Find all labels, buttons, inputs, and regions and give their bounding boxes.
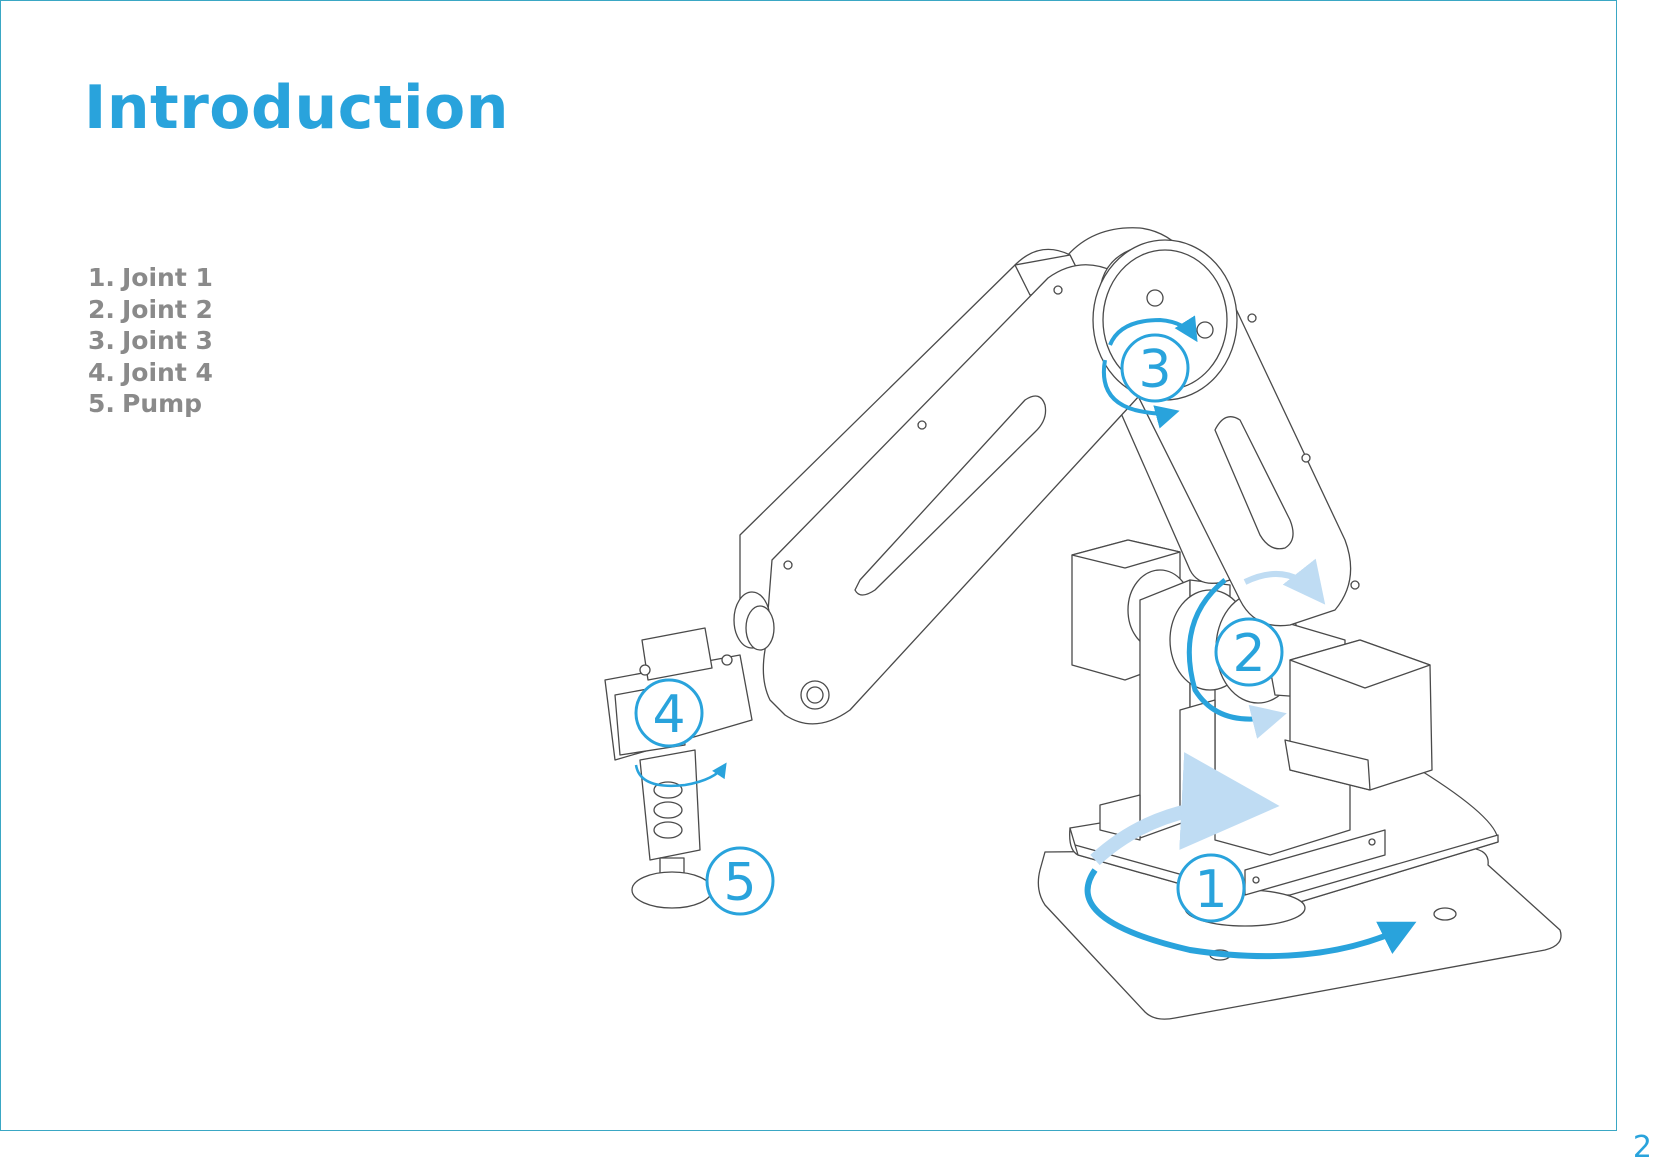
base-plate bbox=[1037, 847, 1562, 1020]
list-item: 2.Joint 2 bbox=[88, 294, 213, 326]
callout-label: 3 bbox=[1138, 340, 1171, 400]
rotation-arrows bbox=[634, 315, 1417, 960]
list-item-label: Pump bbox=[122, 389, 203, 418]
list-item: 5.Pump bbox=[88, 388, 213, 420]
list-item-label: Joint 1 bbox=[122, 263, 213, 292]
list-item-number: 5. bbox=[88, 389, 115, 418]
joint-3-arrow-lower bbox=[1101, 359, 1180, 429]
suction-cup bbox=[631, 857, 713, 909]
list-item: 3.Joint 3 bbox=[88, 325, 213, 357]
list-item: 1.Joint 1 bbox=[88, 262, 213, 294]
joint-4-servo bbox=[639, 749, 701, 861]
list-item: 4.Joint 4 bbox=[88, 357, 213, 389]
callout-label: 4 bbox=[652, 685, 685, 745]
page-title: Introduction bbox=[84, 73, 509, 143]
list-item-label: Joint 4 bbox=[122, 357, 213, 387]
forearm-front bbox=[762, 264, 1154, 725]
list-item-label: Joint 3 bbox=[122, 326, 213, 355]
callout-label: 5 bbox=[723, 853, 756, 913]
joint-2-arrow-front bbox=[1186, 578, 1287, 739]
callout-joint-2: 2 bbox=[1214, 617, 1284, 687]
list-item-number: 3. bbox=[88, 326, 115, 355]
callouts: 1 2 3 4 5 bbox=[634, 333, 1284, 923]
joint-1-arrow-front bbox=[1084, 868, 1417, 960]
callout-label: 2 bbox=[1232, 624, 1265, 684]
list-item-number: 1. bbox=[88, 263, 115, 292]
callout-joint-1: 1 bbox=[1176, 853, 1246, 923]
forearm-end-joint bbox=[733, 591, 775, 651]
joint-1-arrow-back bbox=[1090, 752, 1280, 866]
callout-label: 1 bbox=[1194, 860, 1227, 920]
page-number: 2 bbox=[1632, 1130, 1652, 1165]
joint-3-arrow-upper bbox=[1108, 315, 1198, 346]
right-motor bbox=[1284, 639, 1433, 791]
callout-joint-3: 3 bbox=[1120, 333, 1190, 403]
list-item-number: 4. bbox=[88, 357, 115, 387]
joint-2-arrow-back bbox=[1243, 558, 1326, 605]
joint-4-arrow bbox=[634, 762, 727, 787]
parts-list: 1.Joint 1 2.Joint 2 3.Joint 3 4.Joint 4 … bbox=[88, 262, 213, 420]
page-frame bbox=[0, 0, 1617, 1131]
callout-pump: 5 bbox=[705, 846, 775, 916]
callout-joint-4: 4 bbox=[634, 678, 704, 748]
list-item-number: 2. bbox=[88, 294, 115, 324]
list-item-label: Joint 2 bbox=[122, 294, 213, 324]
